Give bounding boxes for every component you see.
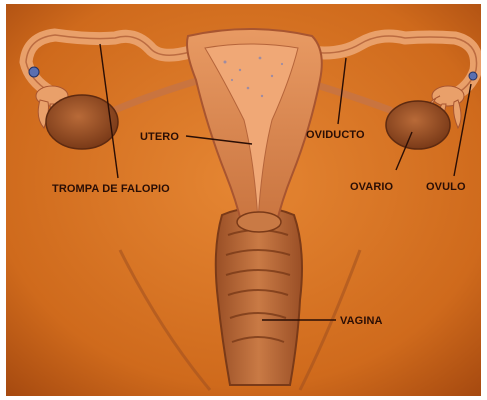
left-border xyxy=(0,0,6,400)
bottom-border xyxy=(0,396,487,400)
label-vagina: VAGINA xyxy=(340,315,383,327)
label-ovulo: OVULO xyxy=(426,181,466,193)
left-ovum xyxy=(29,67,39,77)
right-border xyxy=(481,0,487,400)
label-oviducto: OVIDUCTO xyxy=(306,129,365,141)
label-ovario: OVARIO xyxy=(350,181,394,193)
label-trompa-de-falopio: TROMPA DE FALOPIO xyxy=(52,183,170,195)
right-ovary xyxy=(386,101,450,149)
left-ovary xyxy=(46,95,118,149)
label-utero: UTERO xyxy=(140,131,179,143)
right-ovum xyxy=(469,72,477,80)
cervix xyxy=(237,212,281,232)
